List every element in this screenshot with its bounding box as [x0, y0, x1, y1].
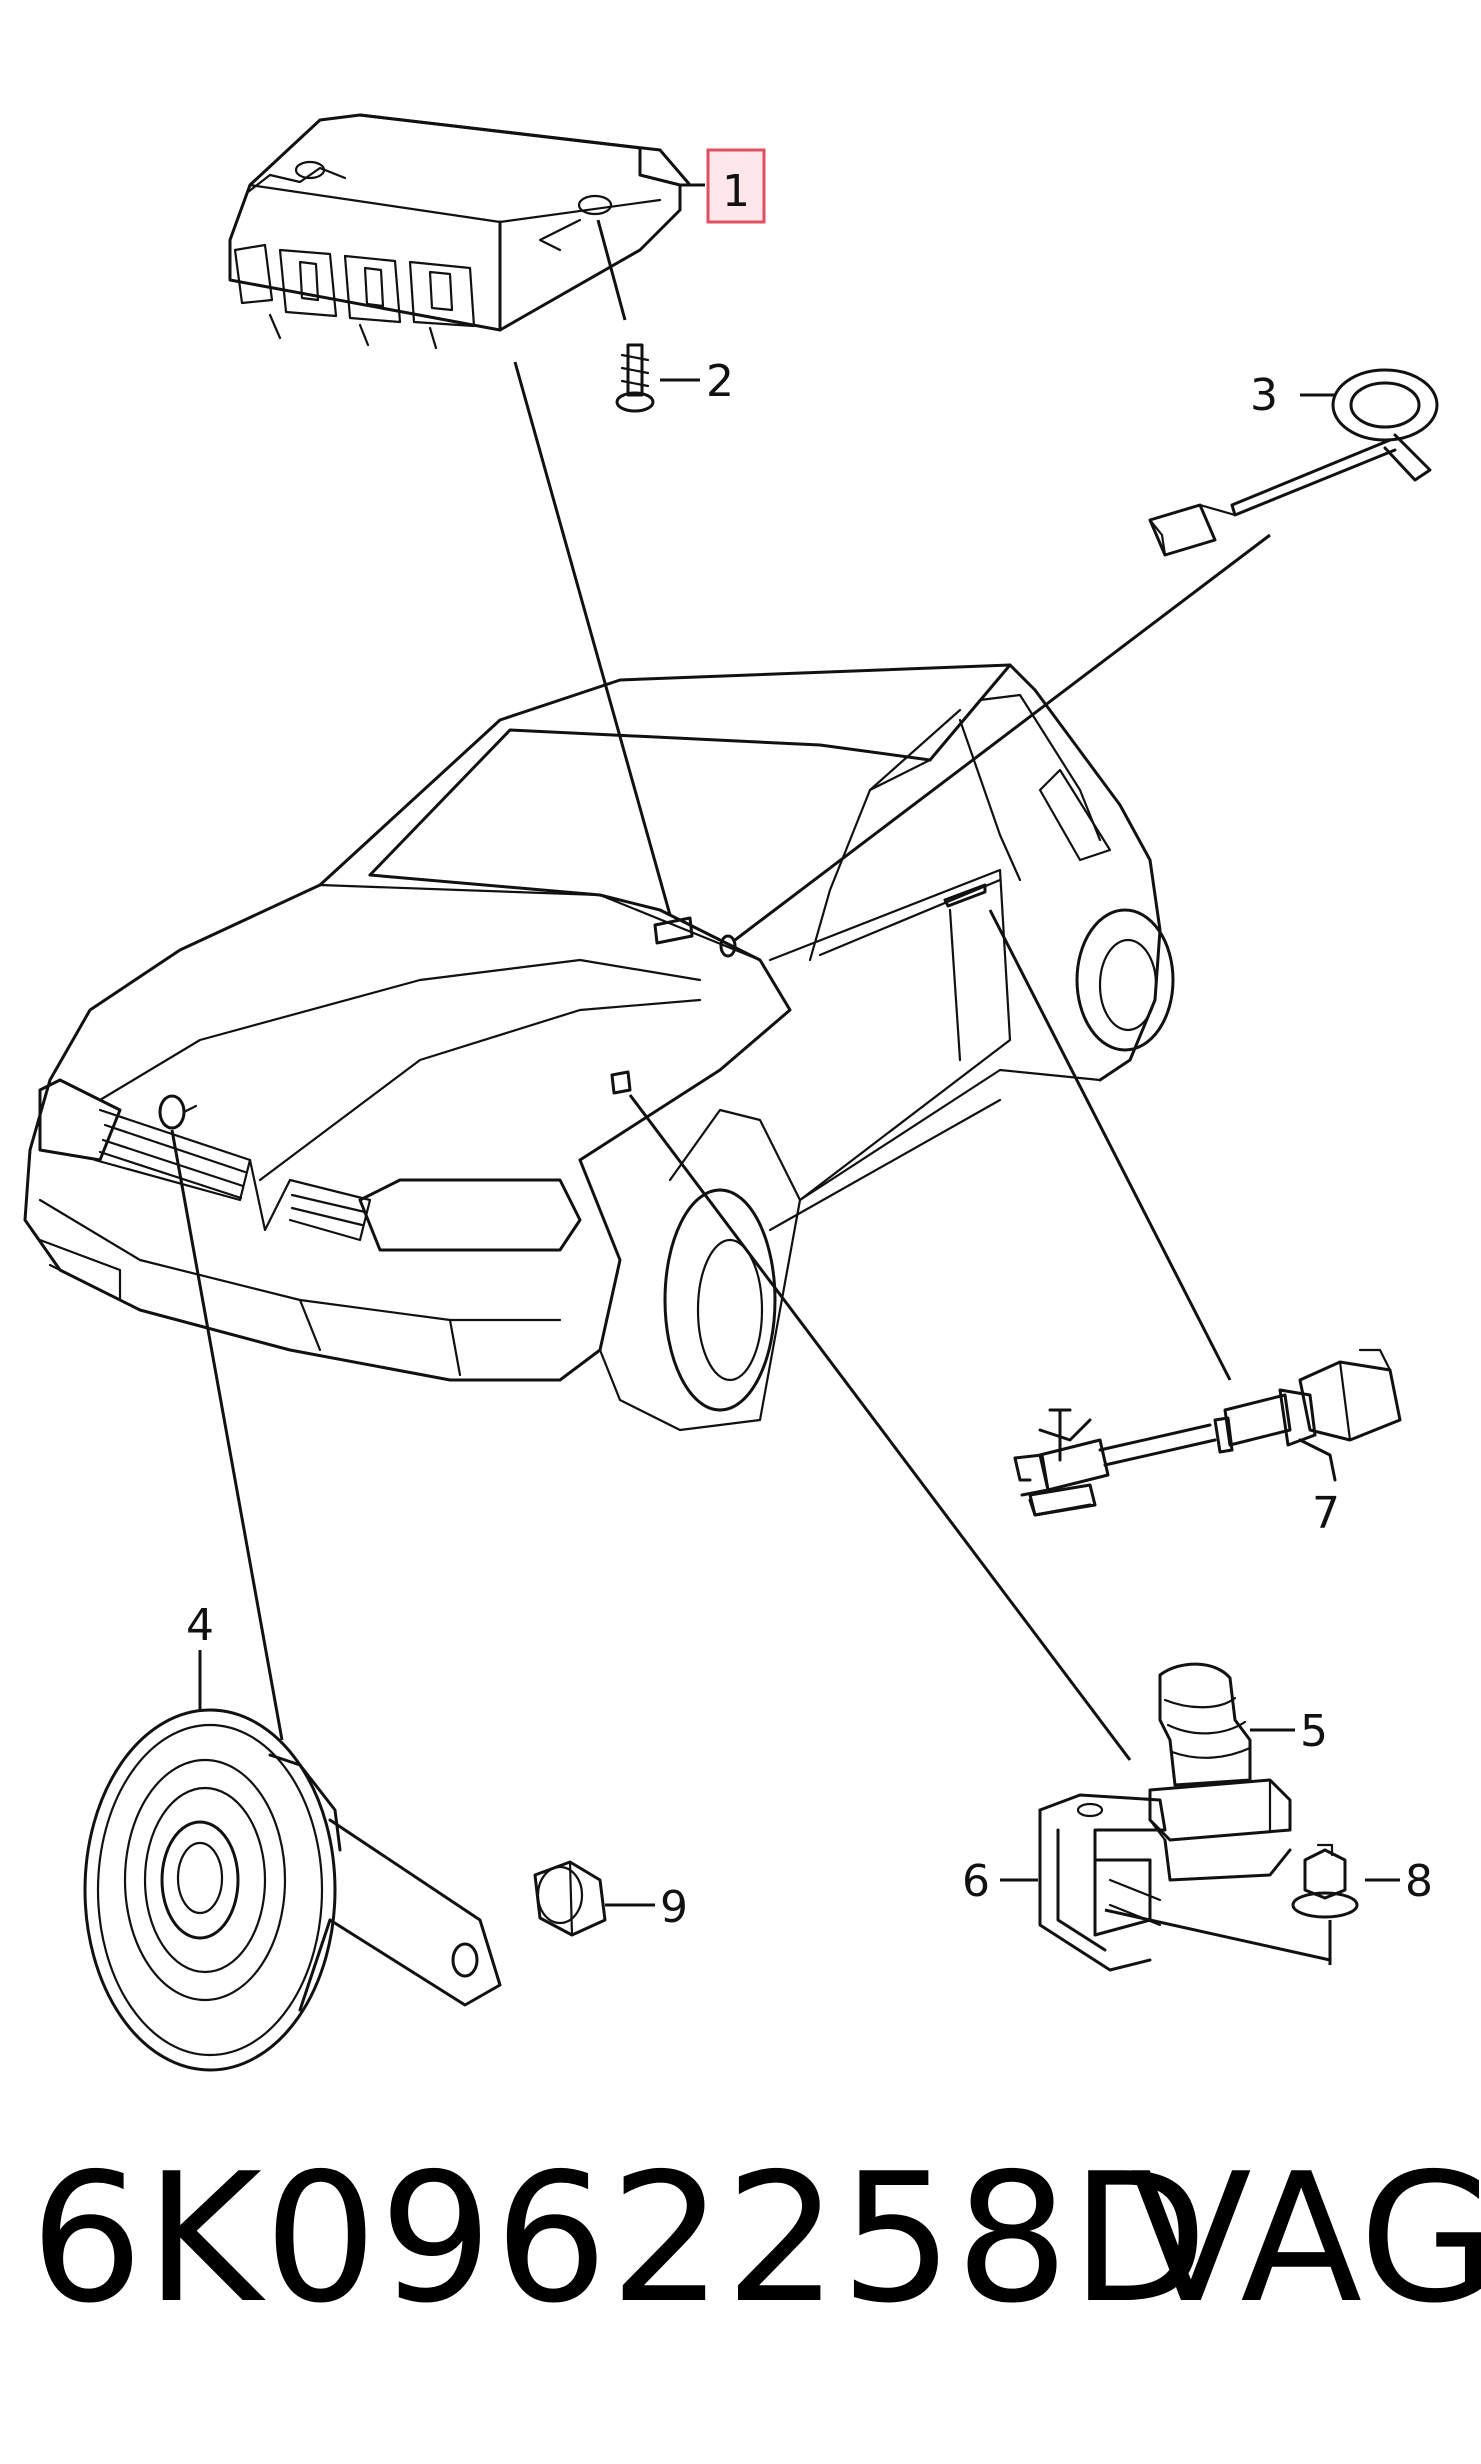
- vehicle-outline: [23, 663, 1175, 1432]
- callout-4-label: 4: [186, 1600, 214, 1651]
- callout-6-label: 6: [962, 1856, 990, 1907]
- callout-5-label: 5: [1300, 1706, 1328, 1757]
- callout-8-label: 8: [1405, 1856, 1433, 1907]
- brand-caption: VAG: [1130, 2135, 1481, 2342]
- callout-9-label: 9: [660, 1882, 688, 1933]
- flange-nut-part-8: [1291, 1843, 1400, 1965]
- control-unit-part-1: [228, 113, 705, 350]
- nut-part-9: [533, 1860, 655, 1937]
- bracket-part-6: [1000, 1793, 1331, 1972]
- callout-7-label: 7: [1312, 1488, 1340, 1539]
- switch-part-5: [1148, 1662, 1295, 1882]
- callout-1-label: 1: [722, 166, 750, 217]
- part-number-caption: 6K0962258D: [30, 2135, 1210, 2342]
- callout-2-label: 2: [706, 356, 734, 407]
- callout-3-label: 3: [1250, 370, 1278, 421]
- connector-part-7: [1013, 1348, 1402, 1517]
- screw-part-2: [615, 343, 700, 413]
- horn-part-4: [83, 1650, 502, 2072]
- callout-1-highlight: [706, 148, 766, 224]
- leader-lines: [170, 361, 1271, 1761]
- sensor-part-3: [1148, 368, 1439, 557]
